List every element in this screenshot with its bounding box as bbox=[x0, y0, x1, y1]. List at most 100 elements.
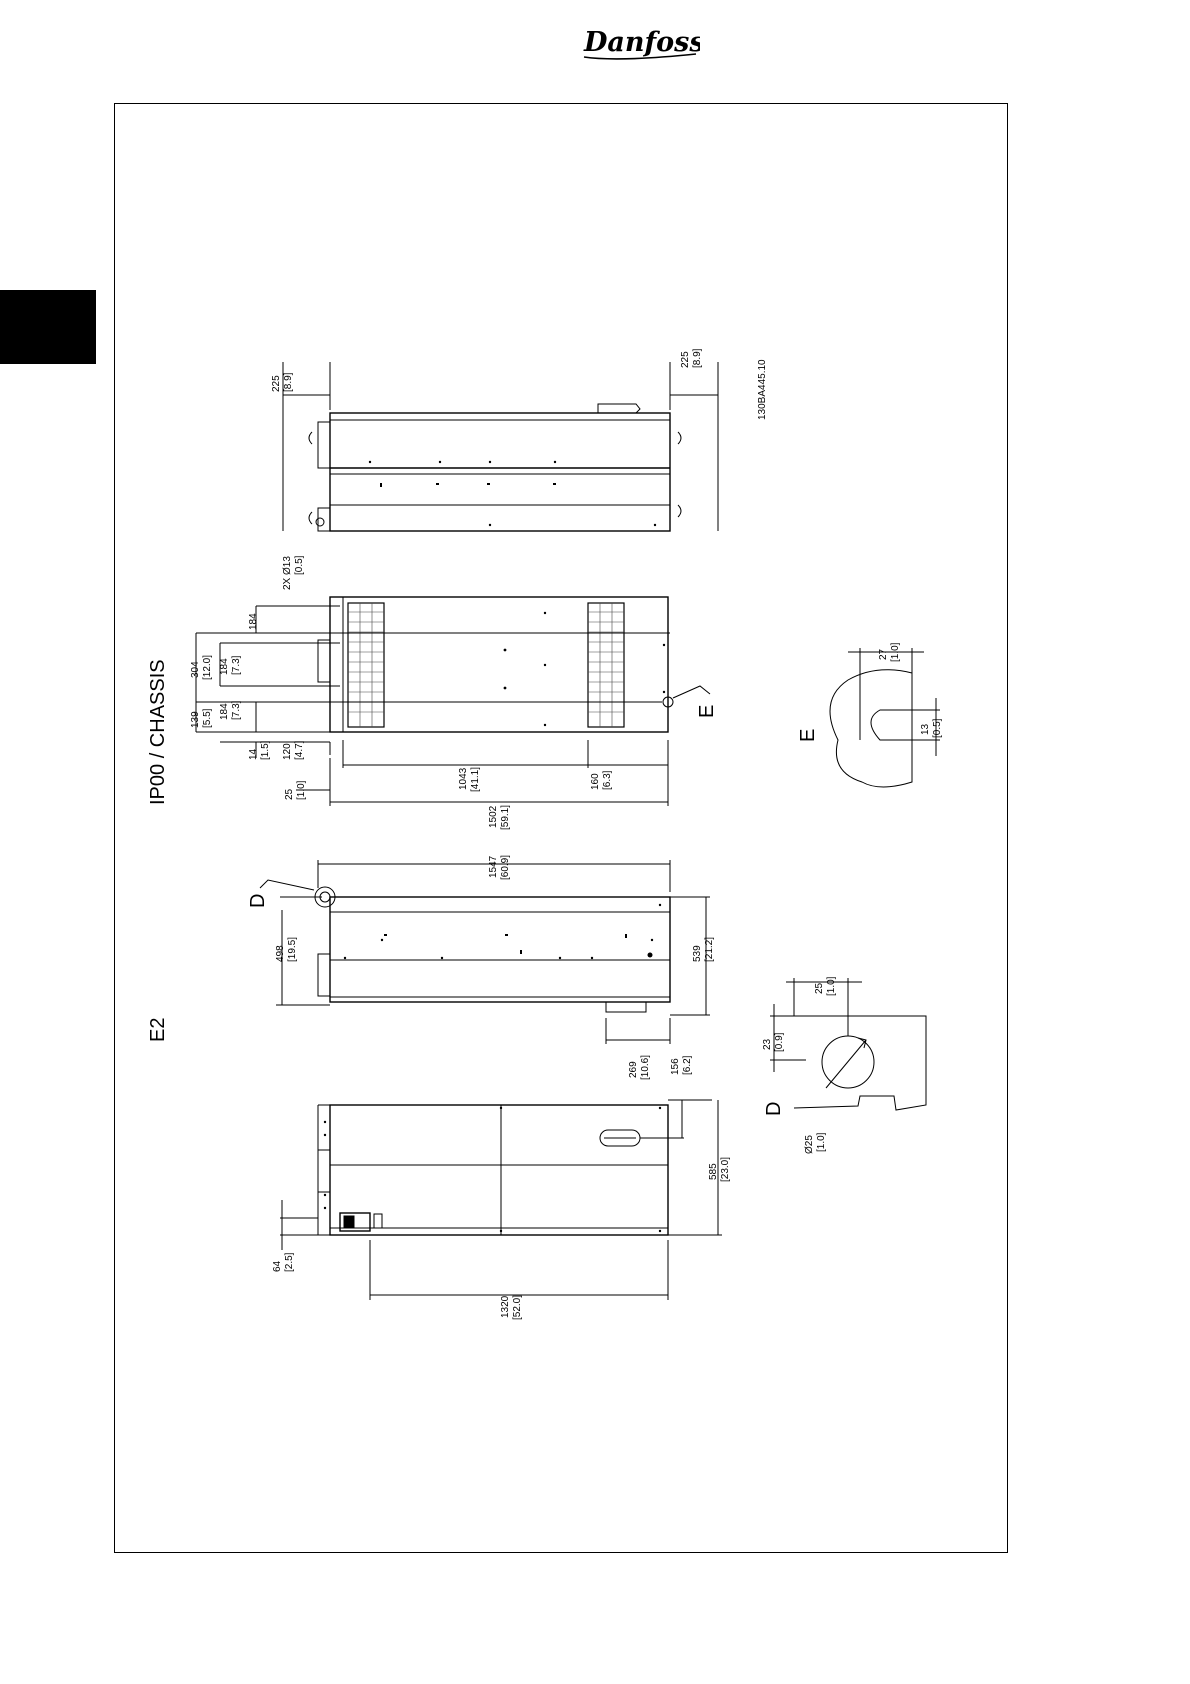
dimension-value: [5.5] bbox=[202, 708, 213, 728]
dimension-value: 156 bbox=[670, 1058, 681, 1075]
detail-d-label: D bbox=[763, 1102, 785, 1116]
dimension-label: [23.0] bbox=[720, 1157, 731, 1182]
dimension-label: 1547 bbox=[488, 855, 499, 878]
dimension-label: [7.3] bbox=[231, 655, 242, 675]
dimension-label: [59.1] bbox=[500, 805, 511, 830]
detail-e-dims: 27 [1.0] 13 [0.5] E bbox=[797, 642, 943, 742]
dimension-label: 1320 bbox=[500, 1295, 511, 1318]
dimension-value: [1.0] bbox=[296, 780, 307, 800]
dimension-value: 160 bbox=[590, 773, 601, 790]
dimension-value: [8.9] bbox=[283, 372, 294, 392]
dimension-label: [0.5] bbox=[932, 718, 943, 738]
dimension-label: 120 bbox=[282, 743, 293, 760]
drawing-frame bbox=[114, 103, 1008, 1553]
dimension-label: [7.3] bbox=[231, 700, 242, 720]
detail-e bbox=[829, 648, 940, 788]
dimension-value: [10.6] bbox=[640, 1055, 651, 1080]
dimension-label: [1.5] bbox=[260, 740, 271, 760]
dimension-label: [4.7] bbox=[294, 740, 305, 760]
top-view bbox=[282, 362, 719, 532]
dimension-value: 1547 bbox=[488, 855, 499, 878]
bottom-view bbox=[280, 1099, 722, 1300]
dimension-value: [1.0] bbox=[826, 976, 837, 996]
section-tab-marker bbox=[0, 290, 96, 364]
dimension-label: 225 bbox=[680, 351, 691, 368]
dimension-label: 1043 bbox=[458, 767, 469, 790]
dimension-label: [1.0] bbox=[816, 1132, 827, 1152]
dimension-label: [52.0] bbox=[512, 1295, 523, 1320]
drawing-title: IP00 / CHASSIS bbox=[147, 659, 169, 805]
front-view bbox=[195, 596, 711, 806]
dimension-value: [7.3] bbox=[231, 700, 242, 720]
dimension-label: [41.1] bbox=[470, 767, 481, 792]
dimension-label: 304 bbox=[190, 661, 201, 678]
dimension-value: [21.2] bbox=[704, 937, 715, 962]
dimension-label: 25 bbox=[284, 788, 295, 800]
dimension-label: 13 bbox=[920, 723, 931, 735]
dimension-value: 25 bbox=[814, 982, 825, 994]
dimension-value: 2X Ø13 bbox=[282, 556, 293, 590]
dimension-value: Ø25 bbox=[804, 1135, 815, 1154]
detail-d-dims: 25 [1.0] 23 [0.9] Ø25 [1.0] D bbox=[762, 976, 837, 1154]
dimension-value: [23.0] bbox=[720, 1157, 731, 1182]
dimension-value: 184 bbox=[219, 703, 230, 720]
dimension-label: 64 bbox=[272, 1260, 283, 1272]
dimension-label: 184 bbox=[248, 613, 259, 630]
dimension-label: [1.0] bbox=[826, 976, 837, 996]
detail-d bbox=[770, 978, 927, 1111]
dimension-label: [12.0] bbox=[202, 655, 213, 680]
dimension-label: 23 bbox=[762, 1038, 773, 1050]
side-view-dims: 1547 [60.9] 498 [19.5] 539 [21.2] 269 [1… bbox=[247, 855, 715, 1080]
drawing-number: 130BA445.10 bbox=[757, 359, 768, 420]
dimension-value: [7.3] bbox=[231, 655, 242, 675]
dimension-label: [0.5] bbox=[294, 555, 305, 575]
dimension-label: 14 bbox=[248, 748, 259, 760]
dimension-label: [6.3] bbox=[602, 770, 613, 790]
dimension-label: 184 bbox=[219, 703, 230, 720]
dimension-label: 1502 bbox=[488, 805, 499, 828]
dimension-value: [0.5] bbox=[294, 555, 305, 575]
dimension-label: [1.0] bbox=[890, 642, 901, 662]
dimension-value: 304 bbox=[190, 661, 201, 678]
dimension-label: 25 bbox=[814, 982, 825, 994]
top-view-dims: 225 [8.9] 225 [8.9] bbox=[271, 348, 703, 392]
dimension-label: 156 bbox=[670, 1058, 681, 1075]
dimension-label: 2X Ø13 bbox=[282, 556, 293, 590]
danfoss-logo: Danfoss bbox=[583, 27, 700, 60]
dimension-value: [41.1] bbox=[470, 767, 481, 792]
dimension-value: [1.0] bbox=[890, 642, 901, 662]
dimension-label: [8.9] bbox=[692, 348, 703, 368]
dimension-value: 139 bbox=[190, 711, 201, 728]
dimension-value: 269 bbox=[628, 1061, 639, 1078]
dimension-label: [8.9] bbox=[283, 372, 294, 392]
dimension-value: 27 bbox=[878, 648, 889, 660]
dimension-value: [1.0] bbox=[816, 1132, 827, 1152]
dimension-value: 1502 bbox=[488, 805, 499, 828]
logo-wordmark: Danfoss bbox=[583, 27, 700, 58]
dimension-value: 225 bbox=[680, 351, 691, 368]
detail-e-label: E bbox=[797, 729, 819, 742]
dimension-label: 498 bbox=[275, 945, 286, 962]
dimension-value: [2.5] bbox=[284, 1252, 295, 1272]
bottom-view-dims: 156 [6.2] 585 [23.0] 64 [2.5] 1320 [52.0… bbox=[272, 1055, 731, 1320]
dimension-value: [6.3] bbox=[602, 770, 613, 790]
dimension-label: [1.0] bbox=[296, 780, 307, 800]
dimension-value: [59.1] bbox=[500, 805, 511, 830]
dimension-label: [60.9] bbox=[500, 855, 511, 880]
dimension-value: [6.2] bbox=[682, 1055, 693, 1075]
dimension-value: [60.9] bbox=[500, 855, 511, 880]
dimension-label: 27 bbox=[878, 648, 889, 660]
dimension-label: [19.5] bbox=[287, 937, 298, 962]
dimension-label: [6.2] bbox=[682, 1055, 693, 1075]
dimension-label: 139 bbox=[190, 711, 201, 728]
dimension-value: [0.9] bbox=[774, 1032, 785, 1052]
dimension-value: [12.0] bbox=[202, 655, 213, 680]
detail-d-callout: D bbox=[247, 894, 269, 908]
front-view-dims: 2X Ø13 [0.5] 184 304 [12.0] 184 [7.3] 13… bbox=[190, 555, 718, 830]
dimension-value: 184 bbox=[219, 658, 230, 675]
dimension-label: Ø25 bbox=[804, 1135, 815, 1154]
frame-size-label: E2 bbox=[147, 1018, 169, 1042]
dimension-value: 585 bbox=[708, 1163, 719, 1180]
